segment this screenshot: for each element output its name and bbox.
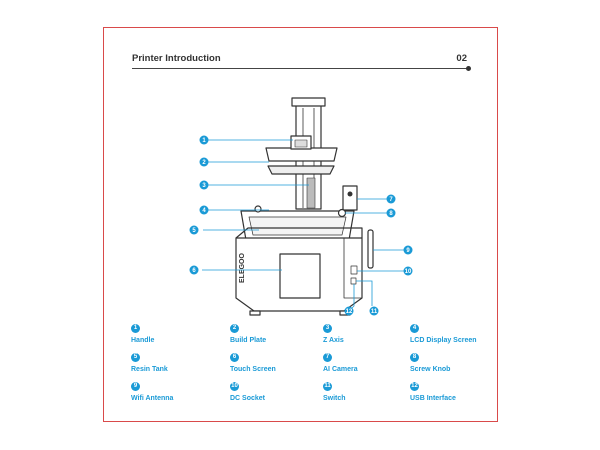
legend-label: LCD Display Screen [410,337,477,344]
legend-label: Resin Tank [131,366,168,373]
legend-badge: 1 [131,324,140,333]
legend-item-ai-camera: 7 AI Camera [323,353,418,381]
legend-badge: 4 [410,324,419,333]
callout-2: 2 [202,160,206,166]
legend-badge: 5 [131,353,140,362]
dc-socket [350,265,358,275]
legend-badge: 3 [323,324,332,333]
legend-label: AI Camera [323,366,358,373]
callout-1: 1 [202,138,206,144]
legend-label: Switch [323,395,346,402]
legend-label: Build Plate [230,337,267,344]
legend-item-resin-tank: 5 Resin Tank [131,353,226,381]
legend-item-dc-socket: 10 DC Socket [230,382,325,410]
callout-12: 12 [346,309,353,315]
legend-label: DC Socket [230,395,266,402]
wifi-antenna [367,229,374,269]
touch-screen [279,253,321,299]
legend-label: Touch Screen [230,366,276,373]
legend-label: Screw Knob [410,366,451,373]
callout-5: 5 [192,228,196,234]
header-rule [132,68,468,69]
screw-knob-left [254,205,262,213]
foot-left [249,310,261,316]
legend-item-lcd-display-screen: 4 LCD Display Screen [410,324,505,352]
callout-11: 11 [371,309,378,315]
legend-item-wifi-antenna: 9 Wifi Antenna [131,382,226,410]
callout-8: 8 [389,211,393,217]
callout-3: 3 [202,183,206,189]
legend-badge: 9 [131,382,140,391]
legend-item-screw-knob: 8 Screw Knob [410,353,505,381]
legend-item-build-plate: 2 Build Plate [230,324,325,352]
lead-screw [306,177,316,209]
manual-page: Printer Introduction 02 [103,27,498,422]
callout-6: 6 [192,268,196,274]
legend-item-handle: 1 Handle [131,324,226,352]
header-rule-dot [466,66,471,71]
build-plate-arm [265,147,338,162]
screw-knob [337,208,347,218]
legend-item-touch-screen: 6 Touch Screen [230,353,325,381]
legend-item-usb-interface: 12 USB Interface [410,382,505,410]
legend-badge: 10 [230,382,239,391]
page-number: 02 [456,53,467,64]
legend-label: Handle [131,337,155,344]
ai-camera [342,185,358,211]
printer-illustration: ELEGOO [189,97,413,316]
legend-badge: 12 [410,382,419,391]
legend-label: Wifi Antenna [131,395,174,402]
legend-label: USB Interface [410,395,456,402]
legend-badge: 6 [230,353,239,362]
build-plate [267,165,335,175]
callout-9: 9 [406,248,410,254]
legend-item-switch: 11 Switch [323,382,418,410]
callout-10: 10 [405,269,412,275]
callout-7: 7 [389,197,393,203]
legend-badge: 11 [323,382,332,391]
legend-badge: 7 [323,353,332,362]
legend-badge: 8 [410,353,419,362]
brand-logo-text: ELEGOO [239,252,246,283]
legend-label: Z Axis [323,337,344,344]
z-axis-top-cap [291,97,326,107]
page-title: Printer Introduction [132,53,221,64]
legend-badge: 2 [230,324,239,333]
legend-item-z-axis: 3 Z Axis [323,324,418,352]
usb-interface [350,277,357,285]
callout-4: 4 [202,208,206,214]
